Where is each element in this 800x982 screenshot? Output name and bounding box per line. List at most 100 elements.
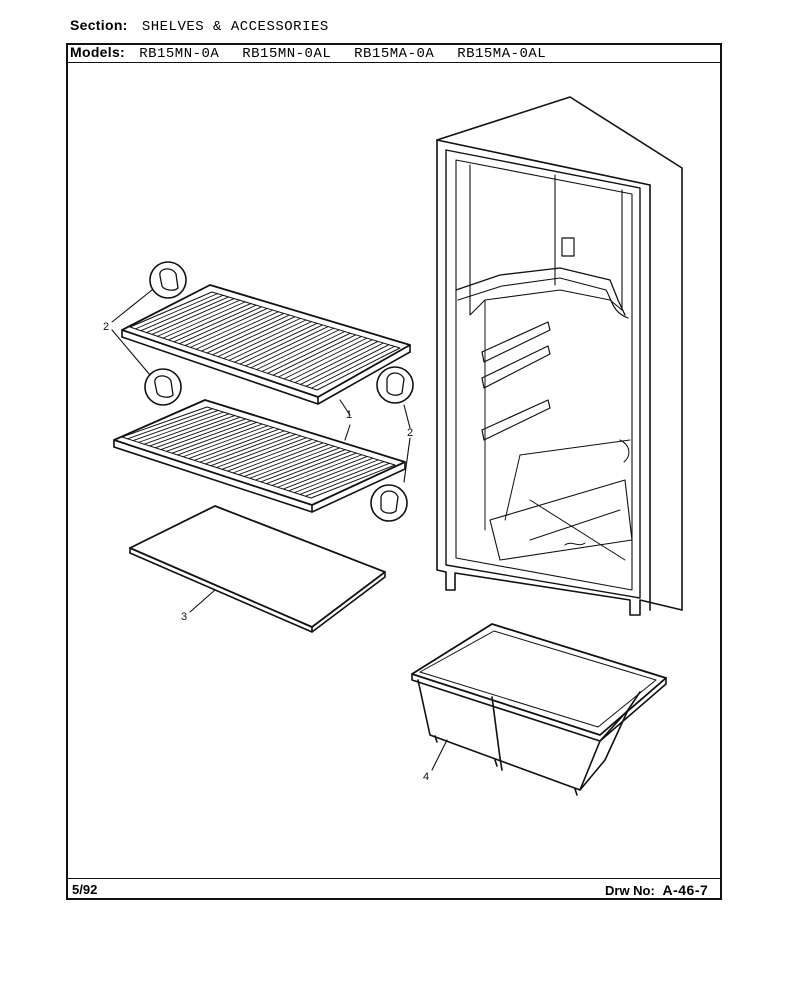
shelf-wire xyxy=(299,461,385,495)
shelf-wire xyxy=(228,321,312,361)
shelf-wire xyxy=(212,316,296,356)
model-number: RB15MN-0A xyxy=(139,46,220,62)
shelf-wire xyxy=(267,332,351,374)
shelf-wire xyxy=(210,433,296,467)
shelf-wire xyxy=(288,457,374,492)
shelf-wire xyxy=(261,331,346,372)
shelf-wire xyxy=(140,294,224,332)
shelf-wire xyxy=(221,437,307,470)
section-label: Section: xyxy=(70,17,128,33)
shelf-support-detail xyxy=(376,366,414,404)
shelf-wire xyxy=(250,327,335,369)
crisper-cover xyxy=(129,505,386,633)
shelf-wire xyxy=(199,430,285,463)
shelf-wire xyxy=(305,344,390,387)
model-number: RB15MN-0AL xyxy=(242,46,332,62)
drawing-label: Drw No: xyxy=(605,883,655,898)
shelf-wire xyxy=(289,339,373,382)
shelf-wire xyxy=(238,442,324,476)
shelf-wire xyxy=(271,452,357,486)
shelf-wire xyxy=(249,445,335,479)
shelf-wire xyxy=(311,345,395,389)
models-line: Models: RB15MN-0A RB15MN-0AL RB15MA-0A R… xyxy=(70,44,560,62)
drawing-number: Drw No: A-46-7 xyxy=(605,882,708,898)
shelf-wire xyxy=(201,312,285,352)
shelf-wire xyxy=(294,340,379,384)
shelf-wire xyxy=(283,337,368,380)
shelf-wire xyxy=(143,413,230,445)
shelf-wire xyxy=(179,306,263,345)
shelf-support-detail xyxy=(149,261,187,299)
shelf-wire xyxy=(190,309,274,348)
models-list: RB15MN-0A RB15MN-0AL RB15MA-0A RB15MA-0A… xyxy=(139,46,560,62)
shelf-wire xyxy=(234,322,318,363)
shelf-wire xyxy=(245,326,329,367)
callout-labels: 2 1 2 3 4 xyxy=(103,321,429,783)
footer-divider xyxy=(66,878,722,879)
shelf-wire xyxy=(184,308,268,346)
shelf-wire xyxy=(182,425,269,458)
footer-date: 5/92 xyxy=(72,882,98,897)
shelf-wire xyxy=(188,427,274,459)
shelf-wire xyxy=(162,301,246,339)
shelf-wire xyxy=(195,311,279,350)
shelf-wire xyxy=(239,324,324,365)
shelf-wire xyxy=(293,459,379,494)
shelf-wire xyxy=(300,342,384,385)
shelf-wire xyxy=(127,408,213,440)
shelf-wire xyxy=(278,336,362,378)
section-title: Section: SHELVES & ACCESSORIES xyxy=(70,17,329,35)
shelf-wire xyxy=(206,314,290,354)
shelf-wire xyxy=(272,334,357,376)
shelf-wire xyxy=(223,319,307,359)
models-divider xyxy=(66,62,722,63)
shelf-wire xyxy=(243,444,330,477)
model-number: RB15MA-0A xyxy=(354,46,435,62)
shelf-wire xyxy=(157,299,241,337)
shelf-wire xyxy=(146,296,230,334)
shelf-wire xyxy=(151,298,235,335)
shelf-wire xyxy=(217,317,301,358)
shelf-wire xyxy=(256,329,340,371)
shelf-wire xyxy=(166,420,252,452)
shelf-wire xyxy=(282,456,368,490)
shelf-wire xyxy=(260,449,346,483)
shelf-wire xyxy=(135,293,218,330)
shelf-wire xyxy=(254,447,341,481)
shelf-wire xyxy=(204,432,291,465)
shelf-wire xyxy=(193,428,280,461)
leader-lines xyxy=(111,289,448,771)
refrigerator-cabinet xyxy=(436,96,683,616)
callout-2-left: 2 xyxy=(103,321,109,333)
models-label: Models: xyxy=(70,44,125,60)
callout-3: 3 xyxy=(181,611,187,623)
shelf-wire xyxy=(149,415,236,447)
section-value: SHELVES & ACCESSORIES xyxy=(141,19,329,35)
upper-wire-shelf xyxy=(121,284,411,405)
shelf-wire xyxy=(171,421,258,454)
shelf-wire xyxy=(216,435,302,468)
shelf-wire xyxy=(168,303,252,341)
shelf-wire xyxy=(266,450,352,485)
shelf-wire xyxy=(138,411,225,443)
shelf-wire xyxy=(304,462,390,497)
shelf-wire xyxy=(177,423,263,456)
shelf-wire xyxy=(160,418,247,451)
callout-4: 4 xyxy=(423,771,429,783)
shelf-wire xyxy=(227,438,313,472)
shelf-wire xyxy=(232,440,319,474)
callout-1: 1 xyxy=(346,409,352,421)
lower-wire-shelf xyxy=(113,399,406,513)
model-number: RB15MA-0AL xyxy=(457,46,547,62)
shelf-wire xyxy=(154,416,241,449)
drawing-frame xyxy=(66,43,722,900)
shelf-wire xyxy=(173,304,257,343)
shelf-support-detail xyxy=(370,484,408,522)
crisper-pan xyxy=(411,623,667,796)
shelf-support-detail xyxy=(144,368,182,406)
callout-2-right: 2 xyxy=(407,427,413,439)
drawing-value: A-46-7 xyxy=(662,882,709,898)
shelf-wire xyxy=(132,409,219,442)
shelf-wire xyxy=(277,454,363,488)
